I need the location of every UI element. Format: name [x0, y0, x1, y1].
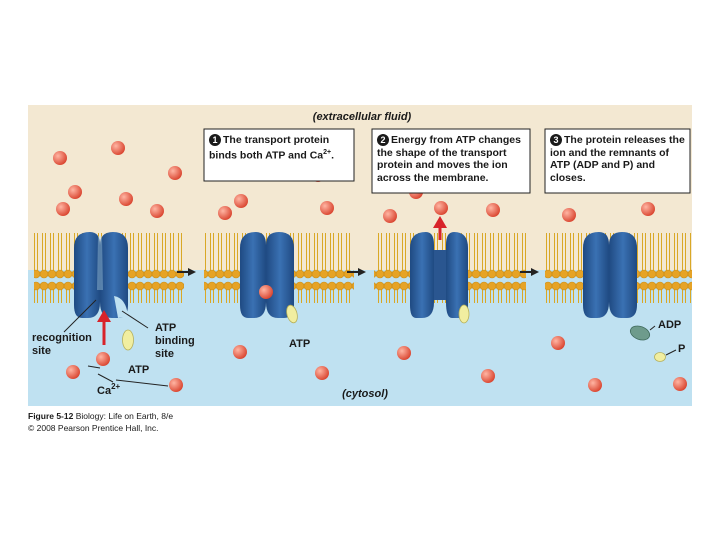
calcium-ion [486, 203, 500, 217]
transport-protein-3 [410, 232, 468, 318]
calcium-ion [168, 166, 182, 180]
calcium-ion [234, 194, 248, 208]
step-arrows [177, 268, 539, 276]
calcium-ion [218, 206, 232, 220]
cytosol-label: (cytosol) [342, 388, 388, 400]
recognition-site-label: recognition site [32, 332, 95, 357]
calcium-ion [53, 151, 67, 165]
calcium-ion [111, 141, 125, 155]
calcium-ion [150, 204, 164, 218]
calcium-ion [588, 378, 602, 392]
calcium-ion [434, 201, 448, 215]
calcium-ion [641, 202, 655, 216]
calcium-ion [233, 345, 247, 359]
phosphate-molecule [654, 352, 666, 362]
atp-molecule [122, 329, 134, 351]
calcium-ion [320, 201, 334, 215]
figure-number: Figure 5-12 [28, 411, 74, 421]
book-title: Biology: Life on Earth, 8/e [75, 411, 174, 421]
step-1-number: 1 [209, 134, 221, 146]
figure-caption: Figure 5-12 Biology: Life on Earth, 8/e [28, 411, 173, 421]
calcium-ion [259, 285, 273, 299]
adp-molecule [629, 325, 651, 341]
step-3-box [544, 128, 691, 194]
calcium-ion [481, 369, 495, 383]
calcium-ion [673, 377, 687, 391]
calcium-ion [56, 202, 70, 216]
phosphate-label: P [678, 343, 685, 355]
step-2-number: 2 [377, 134, 389, 146]
calcium-ion [96, 352, 110, 366]
transport-protein-2 [240, 232, 294, 318]
calcium-ion [169, 378, 183, 392]
calcium-label: Ca2+ [97, 382, 121, 397]
atp-binding-site-label: ATP binding site [155, 322, 198, 360]
calcium-ion [315, 366, 329, 380]
atp-label: ATP [128, 364, 149, 376]
calcium-ion [397, 346, 411, 360]
transport-protein-4 [583, 232, 637, 318]
calcium-ion [119, 192, 133, 206]
step-3-number: 3 [550, 134, 562, 146]
adp-molecule-bound [458, 304, 470, 324]
adp-label: ADP [658, 319, 681, 331]
calcium-ion [562, 208, 576, 222]
extracellular-label: (extracellular fluid) [313, 111, 412, 123]
step-2-box [371, 128, 531, 194]
atp-bound-label: ATP [289, 338, 310, 350]
red-arrows [97, 216, 447, 345]
calcium-ion [383, 209, 397, 223]
transport-protein-1 [74, 232, 128, 318]
calcium-ion [551, 336, 565, 350]
step-1-box [203, 128, 355, 182]
calcium-ion [66, 365, 80, 379]
calcium-ion [68, 185, 82, 199]
copyright-line: © 2008 Pearson Prentice Hall, Inc. [28, 423, 159, 433]
atp-molecule-bound [286, 304, 298, 324]
label-pointers [63, 299, 677, 387]
